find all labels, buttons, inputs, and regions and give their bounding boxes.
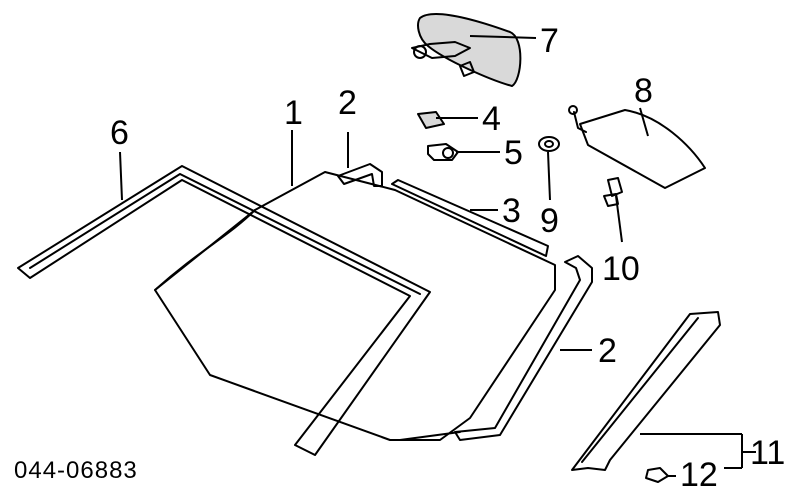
callout-2-top: 2 — [338, 84, 357, 122]
callout-11: 11 — [750, 434, 785, 472]
leader-lines — [119, 35, 756, 477]
part-2-top-strip — [337, 163, 383, 187]
callout-2-side: 2 — [598, 332, 617, 370]
part-5-hook — [427, 143, 459, 161]
callout-7: 7 — [540, 22, 559, 60]
callout-8: 8 — [634, 72, 653, 110]
part-12-clip — [645, 467, 669, 483]
diagram-code: 044-06883 — [14, 457, 138, 484]
part-8-sun-visor — [568, 105, 706, 189]
callout-3: 3 — [502, 192, 521, 230]
part-6-molding — [17, 165, 431, 456]
part-11-pillar-garnish — [571, 311, 721, 471]
part-7-mirror — [411, 13, 522, 87]
callout-9: 9 — [540, 202, 559, 240]
callout-5: 5 — [504, 134, 523, 172]
callout-10: 10 — [602, 250, 640, 288]
callout-6: 6 — [110, 114, 129, 152]
callout-1: 1 — [284, 94, 303, 132]
part-1-windshield — [154, 171, 556, 441]
part-9-grommet — [538, 136, 560, 152]
callout-4: 4 — [482, 100, 501, 138]
part-3-upper-seal — [391, 179, 549, 257]
part-4-clip — [417, 111, 445, 129]
part-2-side-strip — [454, 255, 593, 441]
part-10-visor-holder — [603, 177, 623, 207]
callout-12: 12 — [680, 456, 718, 494]
